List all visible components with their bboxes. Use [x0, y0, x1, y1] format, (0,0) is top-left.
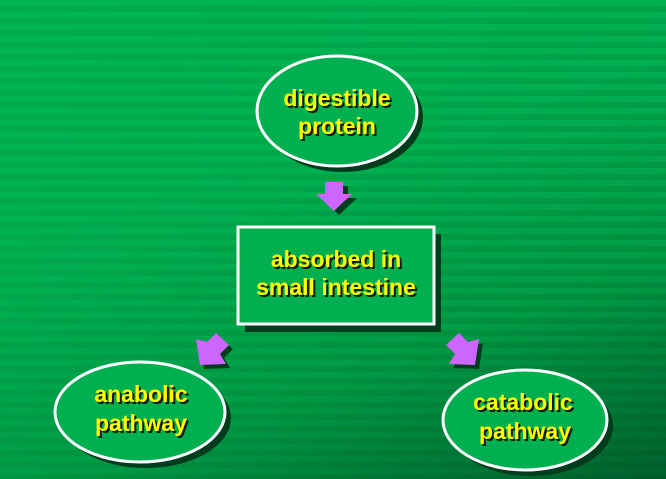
arrow-down-left-icon: [196, 333, 233, 369]
node-label: protein: [298, 113, 376, 139]
node-label: pathway: [479, 418, 571, 444]
node-label: anabolic: [94, 381, 188, 407]
node-digestible-protein: digestible protein: [255, 54, 423, 172]
node-absorbed-small-intestine: absorbed in small intestine: [236, 225, 441, 332]
arrow-down-icon: [316, 182, 357, 215]
node-label: absorbed in: [271, 246, 401, 272]
node-label: pathway: [95, 410, 187, 436]
arrow-down-right-icon: [446, 333, 483, 369]
node-label: digestible: [283, 85, 390, 111]
node-label: small intestine: [256, 274, 416, 300]
node-catabolic-pathway: catabolic pathway: [441, 368, 613, 476]
node-anabolic-pathway: anabolic pathway: [53, 360, 231, 468]
node-label: catabolic: [473, 389, 573, 415]
